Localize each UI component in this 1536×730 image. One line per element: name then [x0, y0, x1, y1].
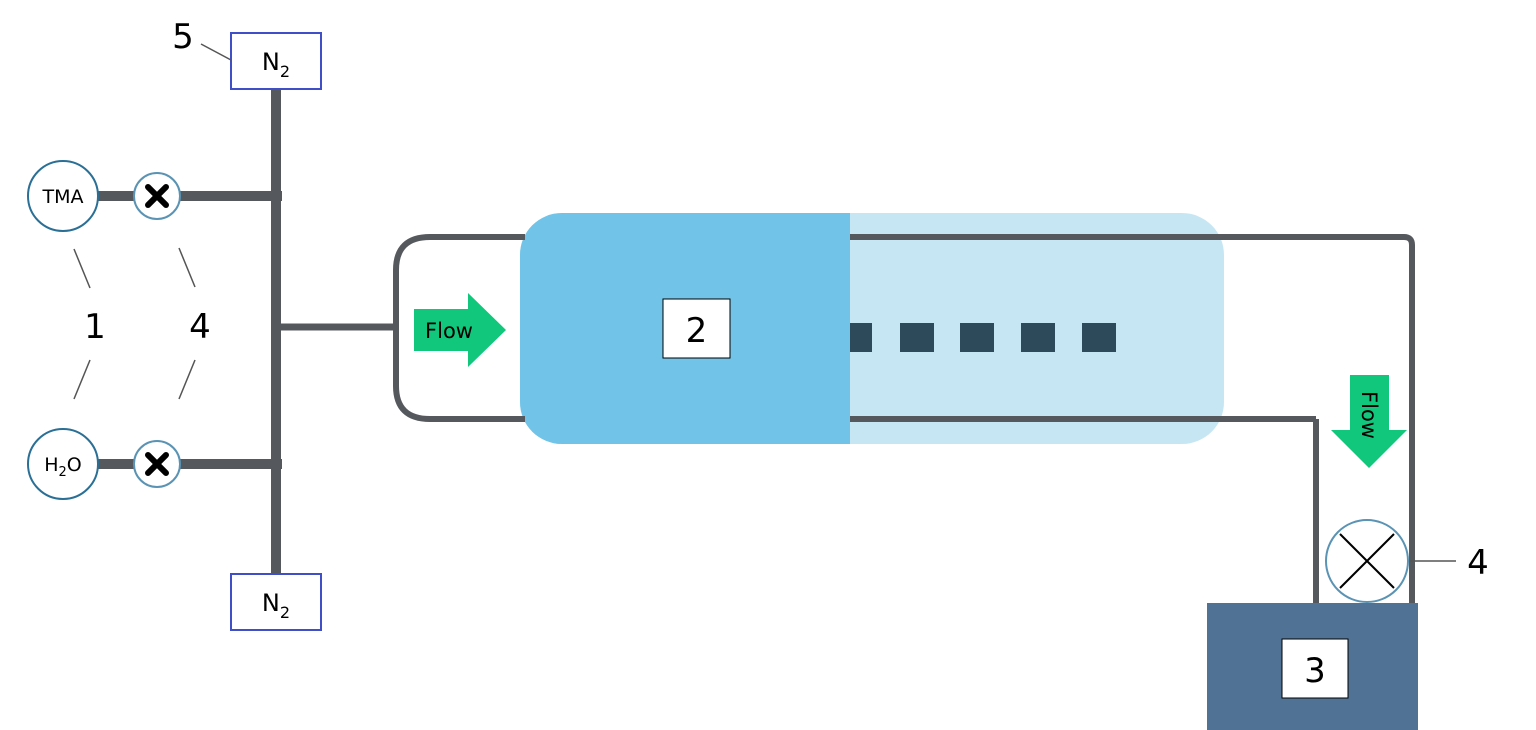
- flow-label-horizontal: Flow: [425, 319, 473, 343]
- tma-source: [27, 160, 99, 232]
- inlet-loop: [393, 234, 525, 422]
- flow-arrow-horizontal: [414, 293, 506, 367]
- reactor-label-box: [662, 298, 731, 359]
- valves-leader-bottom: [178, 359, 196, 400]
- sample-5: [1082, 323, 1116, 352]
- n2-supply-top: [230, 32, 322, 90]
- gas-lines: [96, 88, 1415, 605]
- sources-leader-top: [73, 248, 91, 289]
- x-mark-icon: [145, 184, 169, 208]
- sources-number: 1: [84, 307, 106, 347]
- samples: [850, 323, 1116, 352]
- outlet-valve-number: 4: [1467, 543, 1489, 583]
- reactor-number: 2: [686, 311, 708, 351]
- h2o-label: H2O: [44, 454, 82, 480]
- flow-label-vertical: Flow: [1357, 391, 1381, 439]
- n2-supply-bottom: [230, 573, 322, 631]
- x-mark-icon: [145, 452, 169, 476]
- h2o-source: [27, 428, 99, 500]
- pump-label-box: [1281, 638, 1349, 699]
- sample-2: [900, 323, 934, 352]
- n2-bottom-label: N2: [262, 589, 290, 622]
- n2-supply-leader: [200, 43, 232, 61]
- n2-top-label: N2: [262, 48, 290, 81]
- sample-1: [850, 323, 872, 352]
- cross-circle-icon: [1339, 533, 1395, 589]
- valves-number: 4: [189, 307, 211, 347]
- sample-4: [1021, 323, 1055, 352]
- flow-arrow-vertical: [1331, 375, 1407, 468]
- valves-leader-top: [178, 247, 196, 288]
- exhaust-outer: [1403, 234, 1415, 605]
- sources-leader-bottom: [73, 359, 91, 400]
- n2-supply-number: 5: [172, 17, 194, 57]
- tma-label: TMA: [42, 186, 84, 208]
- pump-number: 3: [1304, 651, 1326, 691]
- sample-3: [960, 323, 994, 352]
